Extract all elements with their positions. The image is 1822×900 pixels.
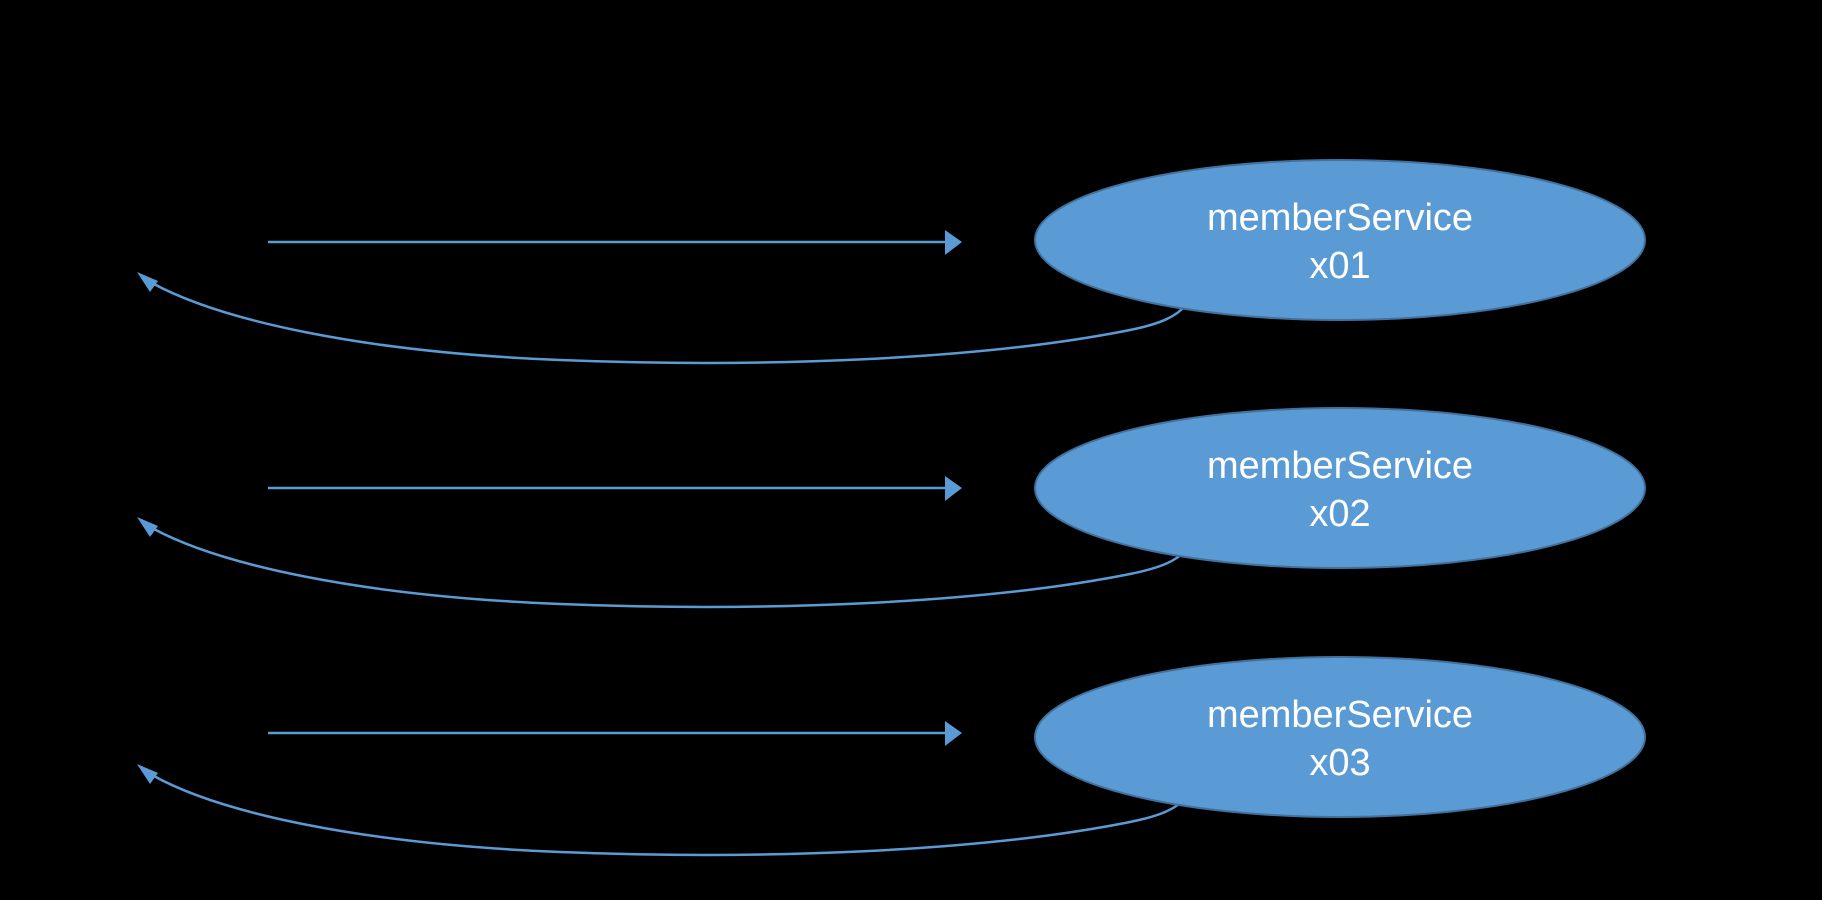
response-arrowhead-3 — [137, 764, 158, 784]
request-arrowhead-2 — [945, 476, 962, 501]
response-curve-3 — [151, 749, 1200, 857]
response-arrowhead-2 — [137, 517, 158, 537]
response-arrow-2[interactable] — [137, 502, 1200, 609]
node-member-service-x01[interactable]: memberService x01 — [1034, 159, 1646, 321]
request-arrow-1[interactable] — [268, 230, 962, 255]
node-ellipse-x03 — [1034, 656, 1646, 818]
node-member-service-x03[interactable]: memberService x03 — [1034, 656, 1646, 818]
service-call-row-2: memberService x02 — [137, 407, 1646, 609]
request-arrowhead-1 — [945, 230, 962, 255]
node-label-x03-line1: memberService — [1207, 694, 1473, 736]
request-arrowhead-3 — [945, 721, 962, 746]
service-call-row-1: memberService x01 — [137, 159, 1646, 365]
node-ellipse-x02 — [1034, 407, 1646, 569]
node-ellipse-x01 — [1034, 159, 1646, 321]
node-label-x03-line2: x03 — [1309, 742, 1370, 784]
request-arrow-2[interactable] — [268, 476, 962, 501]
node-member-service-x02[interactable]: memberService x02 — [1034, 407, 1646, 569]
response-arrowhead-1 — [137, 272, 158, 292]
response-arrow-3[interactable] — [137, 749, 1200, 857]
service-call-row-3: memberService x03 — [137, 656, 1646, 857]
node-label-x02-line1: memberService — [1207, 445, 1473, 487]
response-curve-1 — [151, 255, 1200, 365]
node-label-x02-line2: x02 — [1309, 493, 1370, 535]
node-label-x01-line1: memberService — [1207, 197, 1473, 239]
response-curve-2 — [151, 502, 1200, 609]
request-arrow-3[interactable] — [268, 721, 962, 746]
node-label-x01-line2: x01 — [1309, 245, 1370, 287]
response-arrow-1[interactable] — [137, 255, 1200, 365]
